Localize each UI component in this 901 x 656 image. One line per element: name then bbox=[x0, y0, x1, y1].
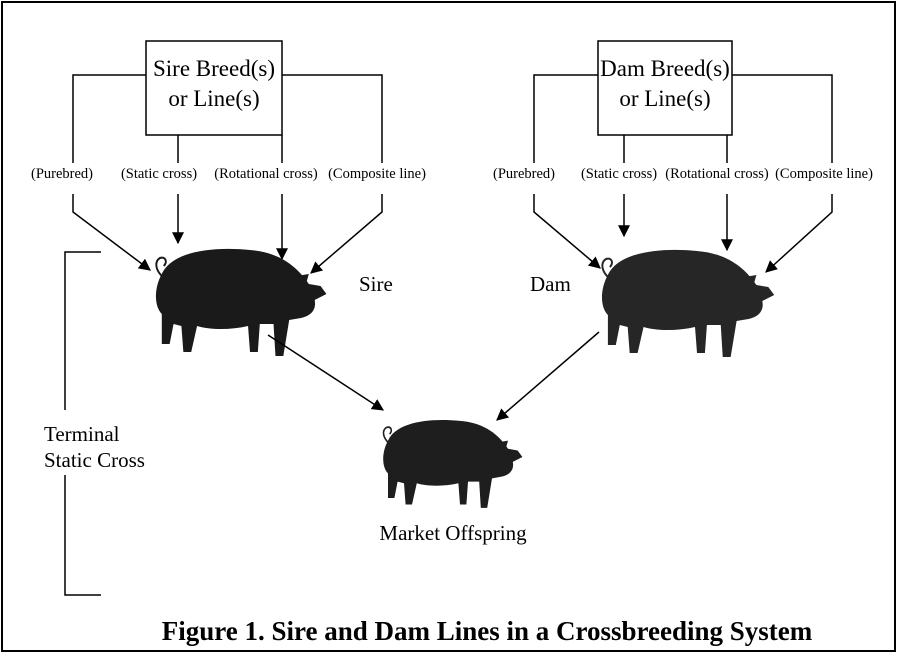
dam-breed-box bbox=[597, 40, 733, 136]
terminal-bracket bbox=[64, 251, 101, 596]
sire-pig-icon bbox=[154, 247, 328, 357]
terminal-label-line2: Static Cross bbox=[44, 448, 145, 472]
dam-option-rotational-cross: (Rotational cross) bbox=[665, 166, 769, 182]
offspring-arrows bbox=[267, 331, 600, 421]
dam-label: Dam bbox=[530, 272, 571, 296]
terminal-label-line1: Terminal bbox=[44, 422, 120, 446]
offspring-label: Market Offspring bbox=[379, 521, 527, 545]
sire-box-line2: or Line(s) bbox=[168, 86, 259, 111]
sire-connectors bbox=[72, 74, 383, 163]
figure-caption: Figure 1. Sire and Dam Lines in a Crossb… bbox=[162, 616, 813, 646]
dam-option-purebred: (Purebred) bbox=[493, 166, 555, 182]
sire-arrows bbox=[72, 194, 383, 274]
sire-label: Sire bbox=[359, 272, 393, 296]
offspring-pig-icon bbox=[382, 419, 524, 509]
sire-option-rotational-cross: (Rotational cross) bbox=[214, 166, 318, 182]
dam-box-line1: Dam Breed(s) bbox=[600, 56, 730, 81]
sire-option-static-cross: (Static cross) bbox=[121, 166, 197, 182]
dam-option-composite-line: (Composite line) bbox=[775, 166, 873, 182]
dam-arrows bbox=[533, 194, 833, 273]
sire-option-composite-line: (Composite line) bbox=[328, 166, 426, 182]
sire-box-line1: Sire Breed(s) bbox=[153, 56, 275, 81]
dam-box-line2: or Line(s) bbox=[619, 86, 710, 111]
sire-option-purebred: (Purebred) bbox=[31, 166, 93, 182]
dam-pig-icon bbox=[600, 248, 776, 358]
dam-option-static-cross: (Static cross) bbox=[581, 166, 657, 182]
dam-connectors bbox=[533, 74, 833, 163]
sire-breed-box bbox=[145, 40, 283, 136]
